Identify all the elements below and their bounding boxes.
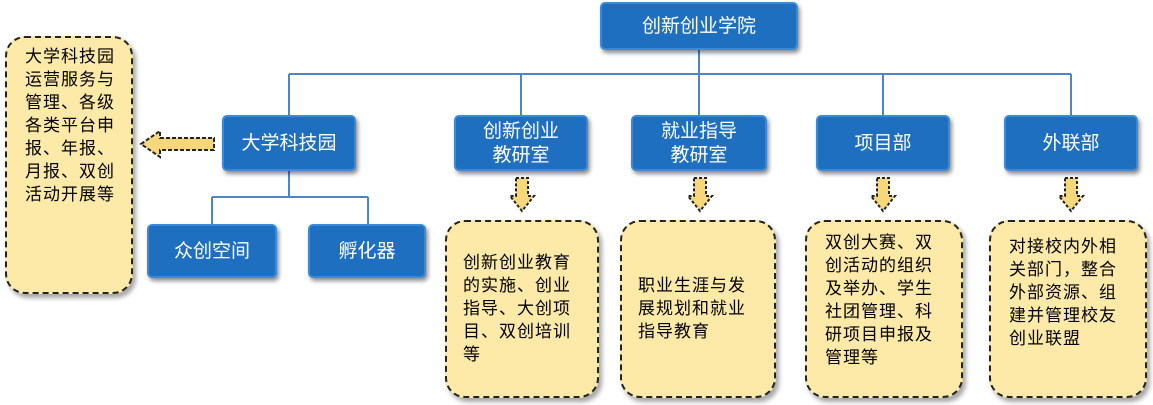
dept-node-project: 项目部 <box>816 115 950 171</box>
sub-node-maker-space: 众创空间 <box>147 224 277 278</box>
dept-node-liaison: 外联部 <box>1004 115 1138 171</box>
down-arrow-icon <box>869 177 897 213</box>
note-science-park: 大学科技园运营服务与管理、各级各类平台申报、年报、月报、双创活动开展等 <box>5 36 133 294</box>
dept-node-employment-teaching: 就业指导 教研室 <box>631 115 767 171</box>
down-arrow-icon <box>508 177 536 213</box>
down-arrow-icon <box>1057 177 1085 213</box>
down-arrow-icon <box>686 177 714 213</box>
root-node-college: 创新创业学院 <box>600 2 798 50</box>
note-text: 创新创业教育的实施、创业指导、大创项目、双创培训等 <box>463 252 571 365</box>
root-node-label: 创新创业学院 <box>641 15 756 37</box>
dept-node-label: 创新创业 教研室 <box>482 120 559 166</box>
note-text: 大学科技园运营服务与管理、各级各类平台申报、年报、月报、双创活动开展等 <box>25 47 115 205</box>
sub-node-incubator: 孵化器 <box>308 224 426 278</box>
dept-node-label: 项目部 <box>854 132 912 154</box>
dept-node-label: 大学科技园 <box>241 132 337 154</box>
note-liaison-dept: 对接校内外相关部门，整合外部资源、组建并管理校友创业联盟 <box>989 220 1147 398</box>
sub-node-label: 孵化器 <box>338 240 396 262</box>
note-text: 对接校内外相关部门，整合外部资源、组建并管理校友创业联盟 <box>1009 237 1117 349</box>
left-arrow-icon <box>139 129 215 159</box>
note-project-dept: 双创大赛、双创活动的组织及举办、学生社团管理、科研项目申报及管理等 <box>805 220 963 398</box>
dept-node-science-park: 大学科技园 <box>222 115 356 171</box>
note-employment-teaching: 职业生涯与发展规划和就业指导教育 <box>620 220 776 398</box>
sub-node-label: 众创空间 <box>173 240 250 262</box>
dept-node-label: 就业指导 教研室 <box>660 120 737 166</box>
note-text: 双创大赛、双创活动的组织及举办、学生社团管理、科研项目申报及管理等 <box>825 233 933 368</box>
dept-node-innovation-teaching: 创新创业 教研室 <box>454 115 588 171</box>
note-innovation-teaching: 创新创业教育的实施、创业指导、大创项目、双创培训等 <box>445 220 599 398</box>
note-text: 职业生涯与发展规划和就业指导教育 <box>638 275 746 342</box>
dept-node-label: 外联部 <box>1042 132 1100 154</box>
